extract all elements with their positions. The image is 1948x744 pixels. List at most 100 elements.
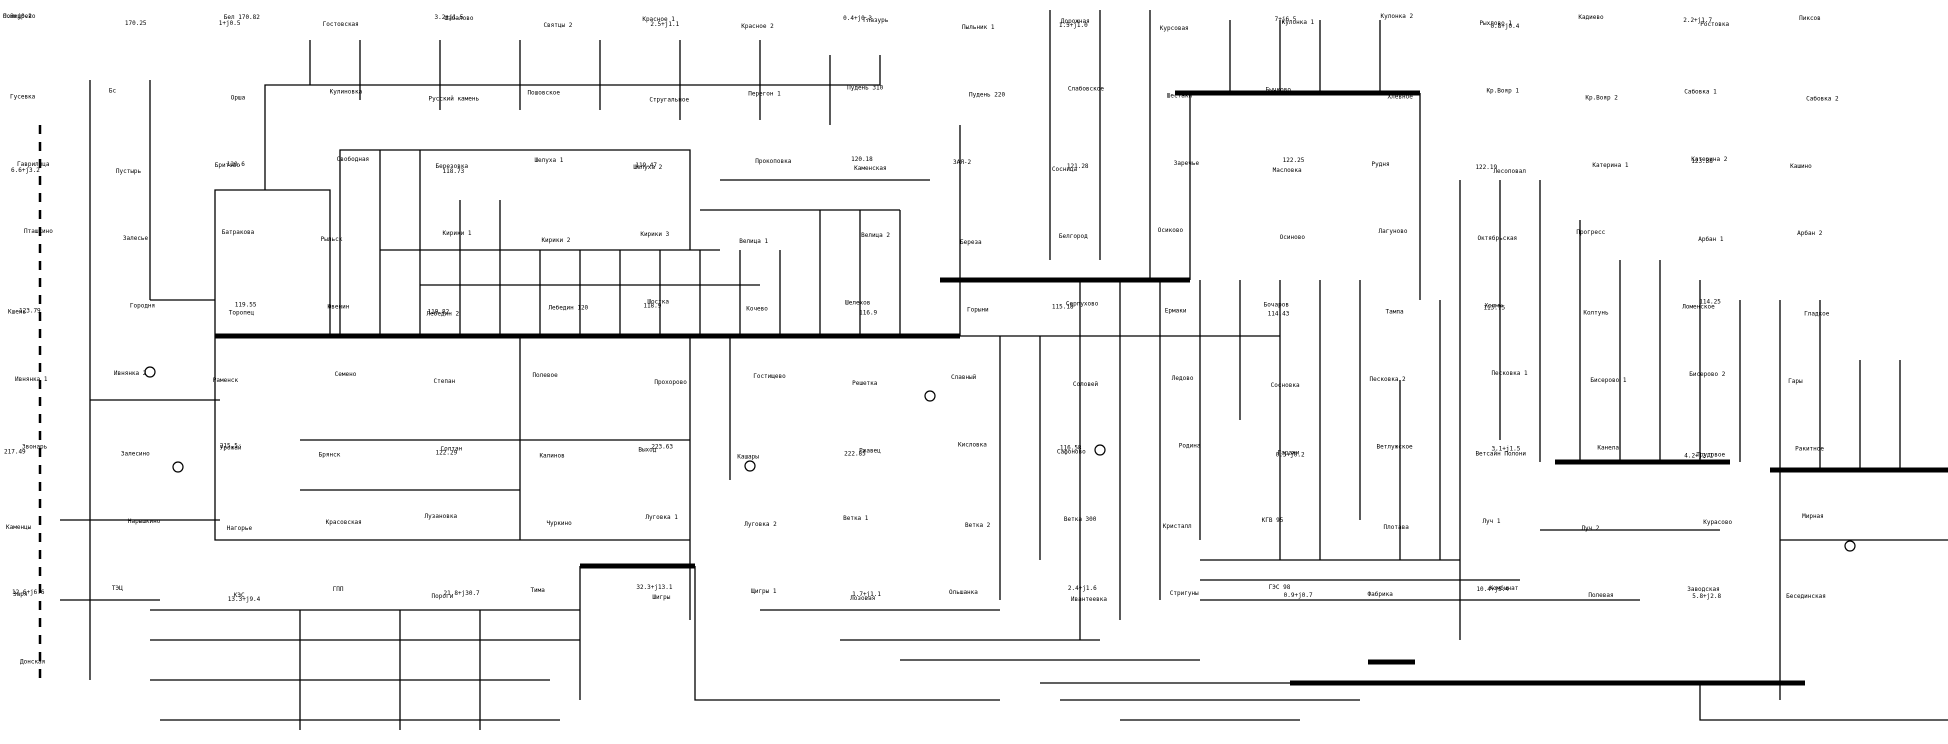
station-label: Луговка 2 (744, 521, 777, 528)
station-label: Трудовое (1696, 451, 1725, 458)
station-label: Курасово (1703, 519, 1732, 526)
flow-value: 113.75 (1483, 305, 1505, 312)
flow-value: 4.2+j2.1 (1684, 452, 1713, 459)
north-lines (214, 40, 961, 336)
central-ties (380, 179, 930, 286)
east-lines (1200, 280, 1640, 601)
station-label: Ивантеевка (1071, 596, 1108, 603)
station-label: Кашары (737, 453, 759, 460)
station-label: Курсовая (1160, 25, 1189, 32)
transformer-symbol (744, 460, 756, 472)
station-label: Городня (130, 303, 155, 310)
station-label: Шестаки (1167, 92, 1193, 99)
station-label: Кулиновка (330, 88, 363, 95)
station-label: Каменская (854, 165, 887, 172)
station-label: Бычково (1266, 86, 1292, 93)
station-label: Ветлужское (1377, 443, 1414, 450)
station-label: Прохорово (654, 379, 687, 386)
station-label: Раменск (213, 377, 239, 384)
station-label: Луч 1 (1482, 518, 1500, 525)
station-label: Батракова (222, 229, 255, 236)
station-label: Лузановка (425, 513, 458, 520)
flow-value: 13.3+j9.4 (228, 596, 261, 603)
station-label: Кр.Вояр 1 (1486, 87, 1519, 94)
flow-value: 116.9 (859, 310, 877, 317)
station-label: КГВ 95 (1262, 517, 1284, 524)
flow-value: 122.19 (1475, 164, 1497, 171)
far-east-lines (1459, 180, 1741, 640)
station-label: Сосница (1052, 166, 1078, 173)
transformer-symbol (144, 366, 156, 378)
station-label: Ржавец (859, 447, 881, 454)
station-label: Ветсайн Полони (1475, 450, 1526, 457)
station-label: Залесино (121, 450, 150, 457)
station-label: Бел 170.82 (224, 14, 261, 21)
station-label: Полевая (1588, 592, 1613, 599)
station-label: Орша (231, 94, 246, 101)
station-label: ТЭЦ (112, 585, 123, 592)
flow-value: 119.47 (635, 162, 657, 169)
station-label: Ломенское (1682, 304, 1715, 311)
station-label: Гары (1788, 378, 1803, 385)
flow-value: 2.5+j1.1 (650, 21, 679, 28)
station-label: Арбан 1 (1698, 236, 1724, 243)
station-label: Бочаров (1264, 302, 1289, 309)
station-label: Бисерово 2 (1689, 371, 1726, 378)
station-label: Ивнянка 2 (114, 370, 147, 377)
station-label: Степан (434, 378, 456, 385)
station-label: Прокоповка (755, 158, 792, 165)
station-label: Славный (951, 374, 977, 381)
station-label: Береза (960, 239, 982, 246)
station-label: Урожай (220, 444, 242, 451)
station-label: Катерина 1 (1592, 162, 1629, 169)
station-label: Осиково (1158, 227, 1184, 234)
wires-layer (38, 10, 1948, 730)
station-label: Помыдрево (3, 13, 36, 20)
flow-value: 114.43 (1268, 311, 1290, 318)
station-label: Велица 2 (861, 232, 890, 239)
station-label: Ювенин (328, 304, 350, 311)
station-label: 170.25 (125, 20, 147, 27)
flow-value: 21.8+j30.7 (444, 590, 481, 597)
flow-value: 122.29 (436, 449, 458, 456)
station-label: Гаражи (1278, 449, 1300, 456)
station-label: Чуркино (546, 520, 572, 527)
bottom-mid-lines (579, 566, 1200, 701)
flow-value: 6.6+j3.2 (11, 167, 40, 174)
station-label: Комбинат (1489, 585, 1518, 592)
station-label: Сабовка 2 (1806, 95, 1839, 102)
station-label: Гладкое (1804, 311, 1830, 318)
station-label: Пустырь (116, 168, 142, 175)
station-label: Прогресс (1576, 229, 1605, 236)
station-label: ЗАЯ-2 (953, 159, 971, 166)
station-label: Холмы (1484, 303, 1502, 310)
station-label: Стругальное (649, 96, 689, 103)
station-label: Красное 2 (741, 23, 774, 30)
station-label: Пороги (432, 593, 454, 600)
station-label: Колтунь (1583, 310, 1609, 317)
flow-value: 1.7+j1.1 (852, 591, 881, 598)
far-east-lines-2 (1540, 300, 1948, 700)
station-label: КЭС (234, 592, 245, 599)
station-label: Рыльск (321, 236, 343, 243)
station-label: Ольшанка (949, 589, 978, 596)
flow-value: 0.5+j0.2 (1276, 451, 1305, 458)
transformers-layer (144, 366, 1856, 552)
flow-value: 122.25 (1283, 157, 1305, 164)
station-label: Глазурь (863, 17, 889, 24)
flow-value: 118.73 (443, 168, 465, 175)
station-label: Горыни (967, 307, 989, 314)
station-label: Лебедин 120 (548, 305, 588, 312)
station-label: Шелуха 1 (534, 157, 563, 164)
station-label: Красовская (326, 519, 362, 526)
bottom-west-lines (150, 609, 580, 730)
transformer-symbol (924, 390, 936, 402)
station-label: Песковка 1 (1491, 370, 1528, 377)
central-lines (339, 149, 901, 336)
flow-value: 32.3+j13.1 (636, 584, 673, 591)
station-label: Плотава (1384, 524, 1410, 531)
station-label: Выход (638, 446, 656, 453)
station-label: Ледово (1172, 375, 1194, 382)
station-label: Шелехов (845, 300, 870, 307)
flow-value: 3.1+j1.5 (1491, 445, 1520, 452)
